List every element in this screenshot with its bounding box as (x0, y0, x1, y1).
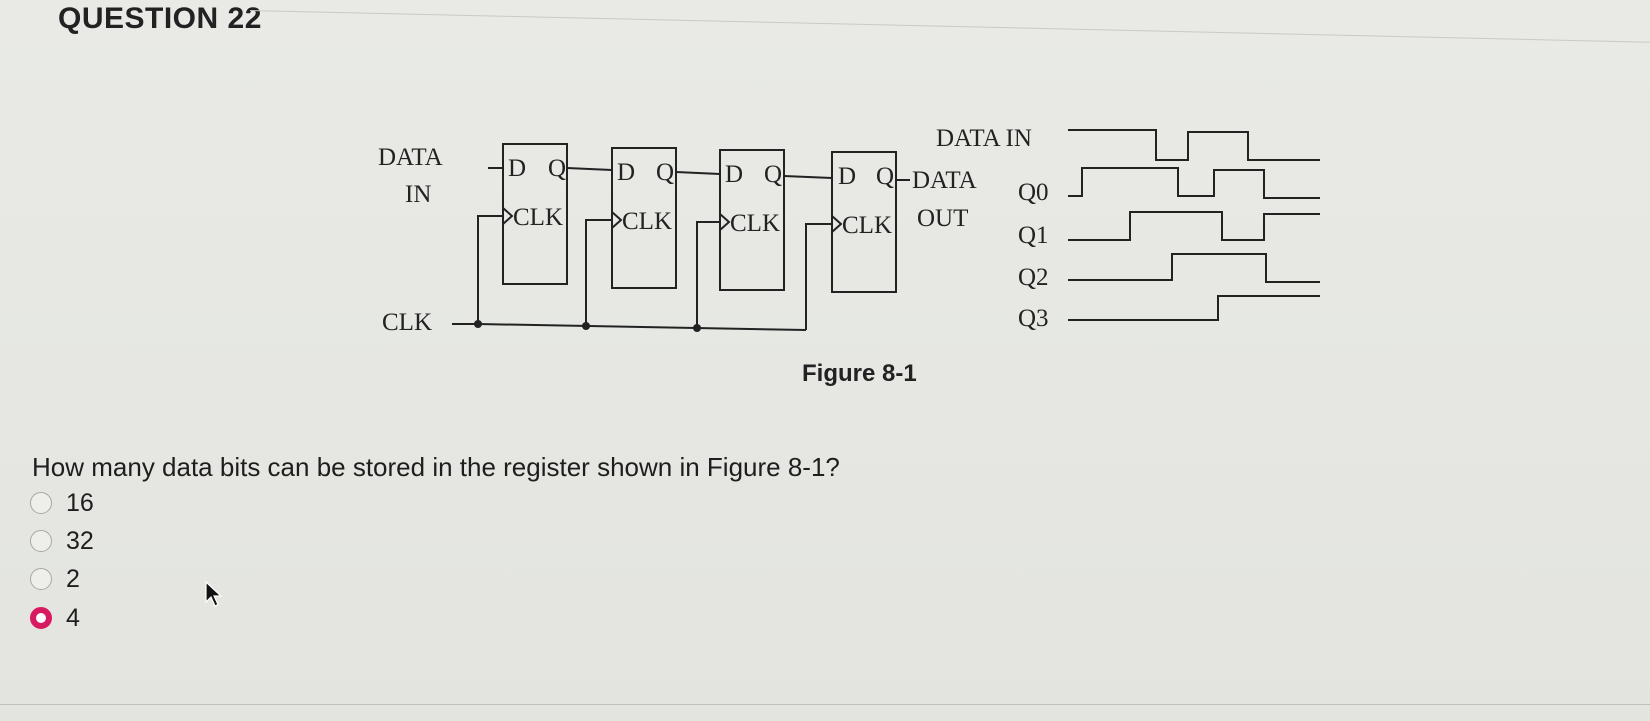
option-4[interactable]: 4 (30, 603, 150, 633)
clock-junctions (474, 320, 701, 332)
timing-label-q2: Q2 (1018, 264, 1049, 291)
data-in-label-line1: DATA (378, 144, 443, 171)
option-32[interactable]: 32 (30, 526, 150, 556)
timing-label-data-in: DATA IN (936, 125, 1032, 152)
option-label-4: 4 (66, 603, 80, 632)
waveform-q3 (1068, 295, 1320, 321)
option-label-32: 32 (66, 526, 94, 555)
ff1-clk-label: CLK (513, 204, 563, 231)
timing-waveforms (1068, 129, 1320, 321)
data-out-label-line2: OUT (917, 205, 968, 232)
ff1-q-label: Q (548, 155, 566, 182)
flip-flop-1: D Q CLK (502, 143, 568, 285)
clk-label: CLK (382, 309, 432, 336)
radio-button-2[interactable] (30, 568, 52, 590)
option-16[interactable]: 16 (30, 488, 150, 518)
option-2[interactable]: 2 (30, 564, 150, 594)
ff3-clk-label: CLK (730, 210, 780, 237)
radio-button-4-selected[interactable] (30, 607, 52, 629)
flip-flop-3: D Q CLK (719, 149, 785, 291)
ff4-d-label: D (838, 163, 856, 190)
ff1-d-label: D (508, 155, 526, 182)
mouse-cursor-icon (205, 580, 223, 607)
data-path-wires (488, 167, 910, 181)
waveform-data-in (1068, 129, 1320, 161)
option-label-16: 16 (66, 488, 94, 517)
question-text: How many data bits can be stored in the … (32, 452, 840, 482)
option-label-2: 2 (66, 564, 80, 593)
timing-label-q1: Q1 (1018, 222, 1049, 249)
waveform-q2 (1068, 253, 1320, 283)
ff3-q-label: Q (764, 161, 782, 188)
flip-flop-4: D Q CLK (831, 151, 897, 293)
data-out-label-line1: DATA (912, 167, 977, 194)
clock-wires (452, 215, 832, 331)
ff3-d-label: D (725, 161, 743, 188)
ff4-clk-label: CLK (842, 212, 892, 239)
timing-label-q3: Q3 (1018, 305, 1049, 332)
radio-button-32[interactable] (30, 530, 52, 552)
flip-flop-2: D Q CLK (611, 147, 677, 289)
ff2-d-label: D (617, 159, 635, 186)
figure-caption: Figure 8-1 (802, 360, 917, 387)
waveform-q1 (1068, 211, 1320, 241)
question-title: QUESTION 22 (58, 2, 262, 35)
ff2-clk-label: CLK (622, 208, 672, 235)
waveform-q0 (1068, 167, 1320, 199)
radio-button-16[interactable] (30, 492, 52, 514)
figure-8-1: DATA IN CLK D Q CLK D Q CLK D Q CLK (378, 125, 1320, 336)
bottom-divider (0, 704, 1650, 705)
data-in-label-line2: IN (405, 181, 431, 208)
timing-label-q0: Q0 (1018, 179, 1049, 206)
ff2-q-label: Q (656, 159, 674, 186)
ff4-q-label: Q (876, 163, 894, 190)
